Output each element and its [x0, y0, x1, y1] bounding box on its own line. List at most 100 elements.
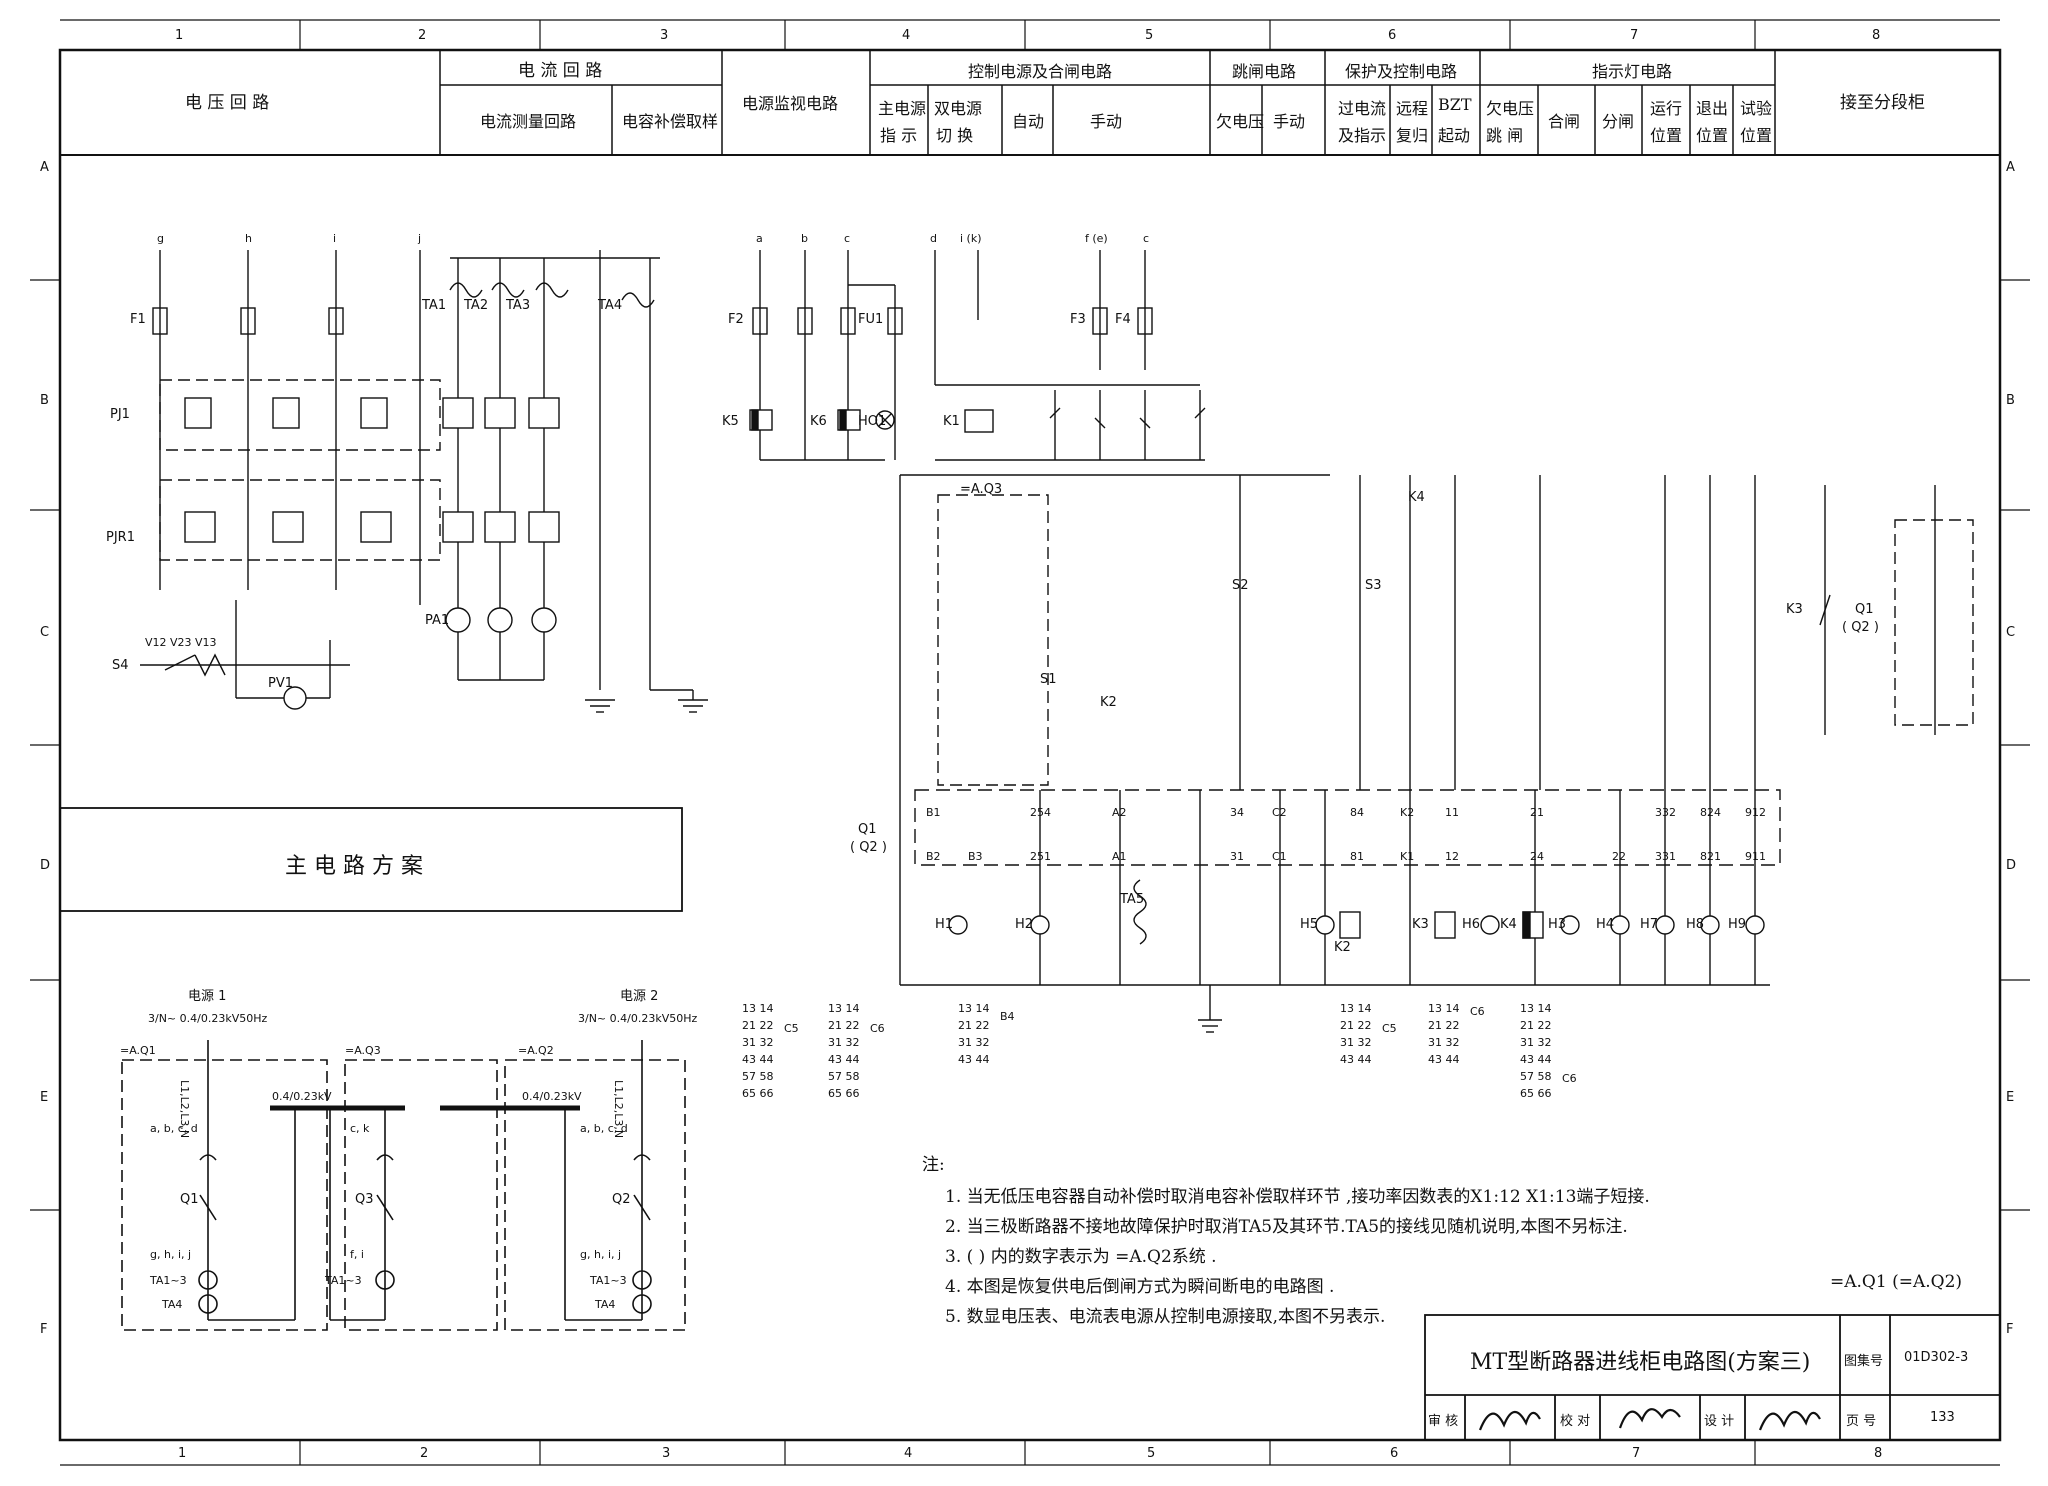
voltage-circuit [140, 250, 441, 710]
col-label-1b: 1 [178, 1446, 187, 1461]
lbl-K6: K6 [810, 414, 827, 429]
lbl-FU1: FU1 [858, 312, 884, 327]
lbl-K4: K4 [1408, 490, 1425, 505]
term-top-9: 332 [1655, 806, 1676, 819]
row-label-C: C [40, 625, 50, 640]
lbl-F1: F1 [130, 312, 146, 327]
term-top-2: A2 [1112, 806, 1127, 819]
hdr-uv-trip-1: 欠电压 [1486, 99, 1535, 118]
lbl-TA3: TA3 [506, 298, 531, 313]
term-top-5: 84 [1350, 806, 1364, 819]
lamp-H9: H9 [1728, 917, 1747, 932]
contact-row: 13 14 [958, 1002, 990, 1015]
l123n-2: L1,L2,L3,N [612, 1080, 625, 1139]
aq2-label: =A.Q2 [518, 1044, 554, 1057]
lbl-b: b [801, 232, 808, 245]
row-label-D-r: D [2006, 858, 2017, 873]
contact-row: 43 44 [742, 1053, 774, 1066]
aq3-label: =A.Q3 [345, 1044, 381, 1057]
lbl-d: d [930, 232, 937, 245]
lbl-Q1-r: Q1 [1855, 602, 1874, 617]
ghij-2: g, h, i, j [580, 1248, 622, 1261]
hdr-supply-monitor: 电源监视电路 [742, 94, 839, 113]
term-bot-10: 22 [1612, 850, 1626, 863]
lbl-PJR1: PJR1 [106, 530, 135, 545]
lbl-fe: f (e) [1085, 232, 1108, 245]
supply-monitor-circuit [749, 250, 903, 461]
lbl-HO1: HO1 [858, 414, 887, 429]
bus-voltage-1: 0.4/0.23kV [272, 1090, 332, 1103]
grid-ticks [30, 19, 2030, 1466]
hdr-open: 分闸 [1602, 112, 1635, 131]
col-label-8: 8 [1872, 28, 1881, 43]
contact-row: 21 22 [958, 1019, 990, 1032]
q2-label: Q2 [612, 1192, 631, 1207]
lbl-j: j [418, 232, 422, 245]
row-label-F: F [40, 1322, 48, 1337]
col-label-3b: 3 [662, 1446, 671, 1461]
contact-tag: C6 [1562, 1072, 1577, 1085]
ta13-3: TA1~3 [325, 1274, 362, 1287]
term-top-10: 824 [1700, 806, 1721, 819]
atlas-no: 01D302-3 [1904, 1350, 1969, 1365]
hdr-trip-manual: 手动 [1273, 112, 1306, 131]
hdr-overcur-2: 及指示 [1338, 126, 1387, 145]
design-label: 设 计 [1704, 1414, 1735, 1429]
hdr-to-bus: 接至分段柜 [1840, 93, 1925, 113]
note-2: 2. 当三极断路器不接地故障保护时取消TA5及其环节.TA5的接线见随机说明,本… [945, 1217, 1628, 1237]
row-label-A-r: A [2006, 160, 2015, 175]
hdr-run-2: 位置 [1650, 126, 1683, 145]
col-label-8b: 8 [1874, 1446, 1883, 1461]
contact-table-4: 13 14 21 22 31 32 43 44 C5 [1340, 1000, 1397, 1068]
contact-row: 57 58 [742, 1070, 774, 1083]
row-label-F-r: F [2006, 1322, 2014, 1337]
hdr-manual: 手动 [1090, 112, 1123, 131]
lbl-S2: S2 [1232, 578, 1249, 593]
lbl-TA2: TA2 [464, 298, 489, 313]
row-label-E-r: E [2006, 1090, 2015, 1105]
hdr-bzt-1: BZT [1438, 95, 1472, 114]
row-label-B-r: B [2006, 393, 2015, 408]
contact-row: 43 44 [1340, 1053, 1372, 1066]
lbl-S3: S3 [1365, 578, 1382, 593]
hdr-overcur-1: 过电流 [1338, 99, 1387, 118]
term-bot-3: A1 [1112, 850, 1127, 863]
contact-table-5: 13 14 21 22 31 32 43 44 C6 [1428, 1000, 1485, 1068]
contact-row: 13 14 [828, 1002, 860, 1015]
hdr-remote-1: 远程 [1396, 99, 1429, 118]
contact-row: 21 22 [742, 1019, 774, 1032]
lamp-H2: H2 [1015, 917, 1034, 932]
lamp-K2: K2 [1334, 940, 1351, 955]
hdr-close: 合闸 [1548, 112, 1581, 131]
hdr-current-meas: 电流测量回路 [480, 112, 577, 131]
col-label-3: 3 [660, 28, 669, 43]
lbl-PV1: PV1 [268, 676, 294, 691]
lbl-c2: c [1143, 232, 1150, 245]
row-label-B: B [40, 393, 49, 408]
page-label: 页 号 [1846, 1414, 1877, 1429]
hdr-protect: 保护及控制电路 [1345, 62, 1458, 81]
term-bot-12: 821 [1700, 850, 1721, 863]
hdr-voltage: 电 压 回 路 [185, 93, 270, 113]
lbl-K1: K1 [943, 414, 960, 429]
lbl-g: g [157, 232, 164, 245]
row-label-D: D [40, 858, 51, 873]
hdr-test-1: 试验 [1740, 99, 1773, 118]
source-1: 电源 1 [188, 989, 227, 1004]
source-2-spec: 3/N~ 0.4/0.23kV50Hz [578, 1012, 698, 1025]
lamp-H8: H8 [1686, 917, 1705, 932]
lamp-H1: H1 [935, 917, 954, 932]
term-bot-4: 31 [1230, 850, 1244, 863]
bus-voltage-2: 0.4/0.23kV [522, 1090, 582, 1103]
contact-row: 43 44 [958, 1053, 990, 1066]
col-label-4: 4 [902, 28, 911, 43]
lbl-PJ1: PJ1 [110, 407, 130, 422]
lbl-Q2p-r: ( Q2 ) [1842, 620, 1879, 635]
row-label-E: E [40, 1090, 49, 1105]
lbl-V12: V12 V23 V13 [145, 636, 217, 649]
contact-tag: C5 [784, 1022, 799, 1035]
hdr-exit-1: 退出 [1696, 99, 1729, 118]
contact-row: 13 14 [1428, 1002, 1460, 1015]
contact-row: 21 22 [1520, 1019, 1552, 1032]
